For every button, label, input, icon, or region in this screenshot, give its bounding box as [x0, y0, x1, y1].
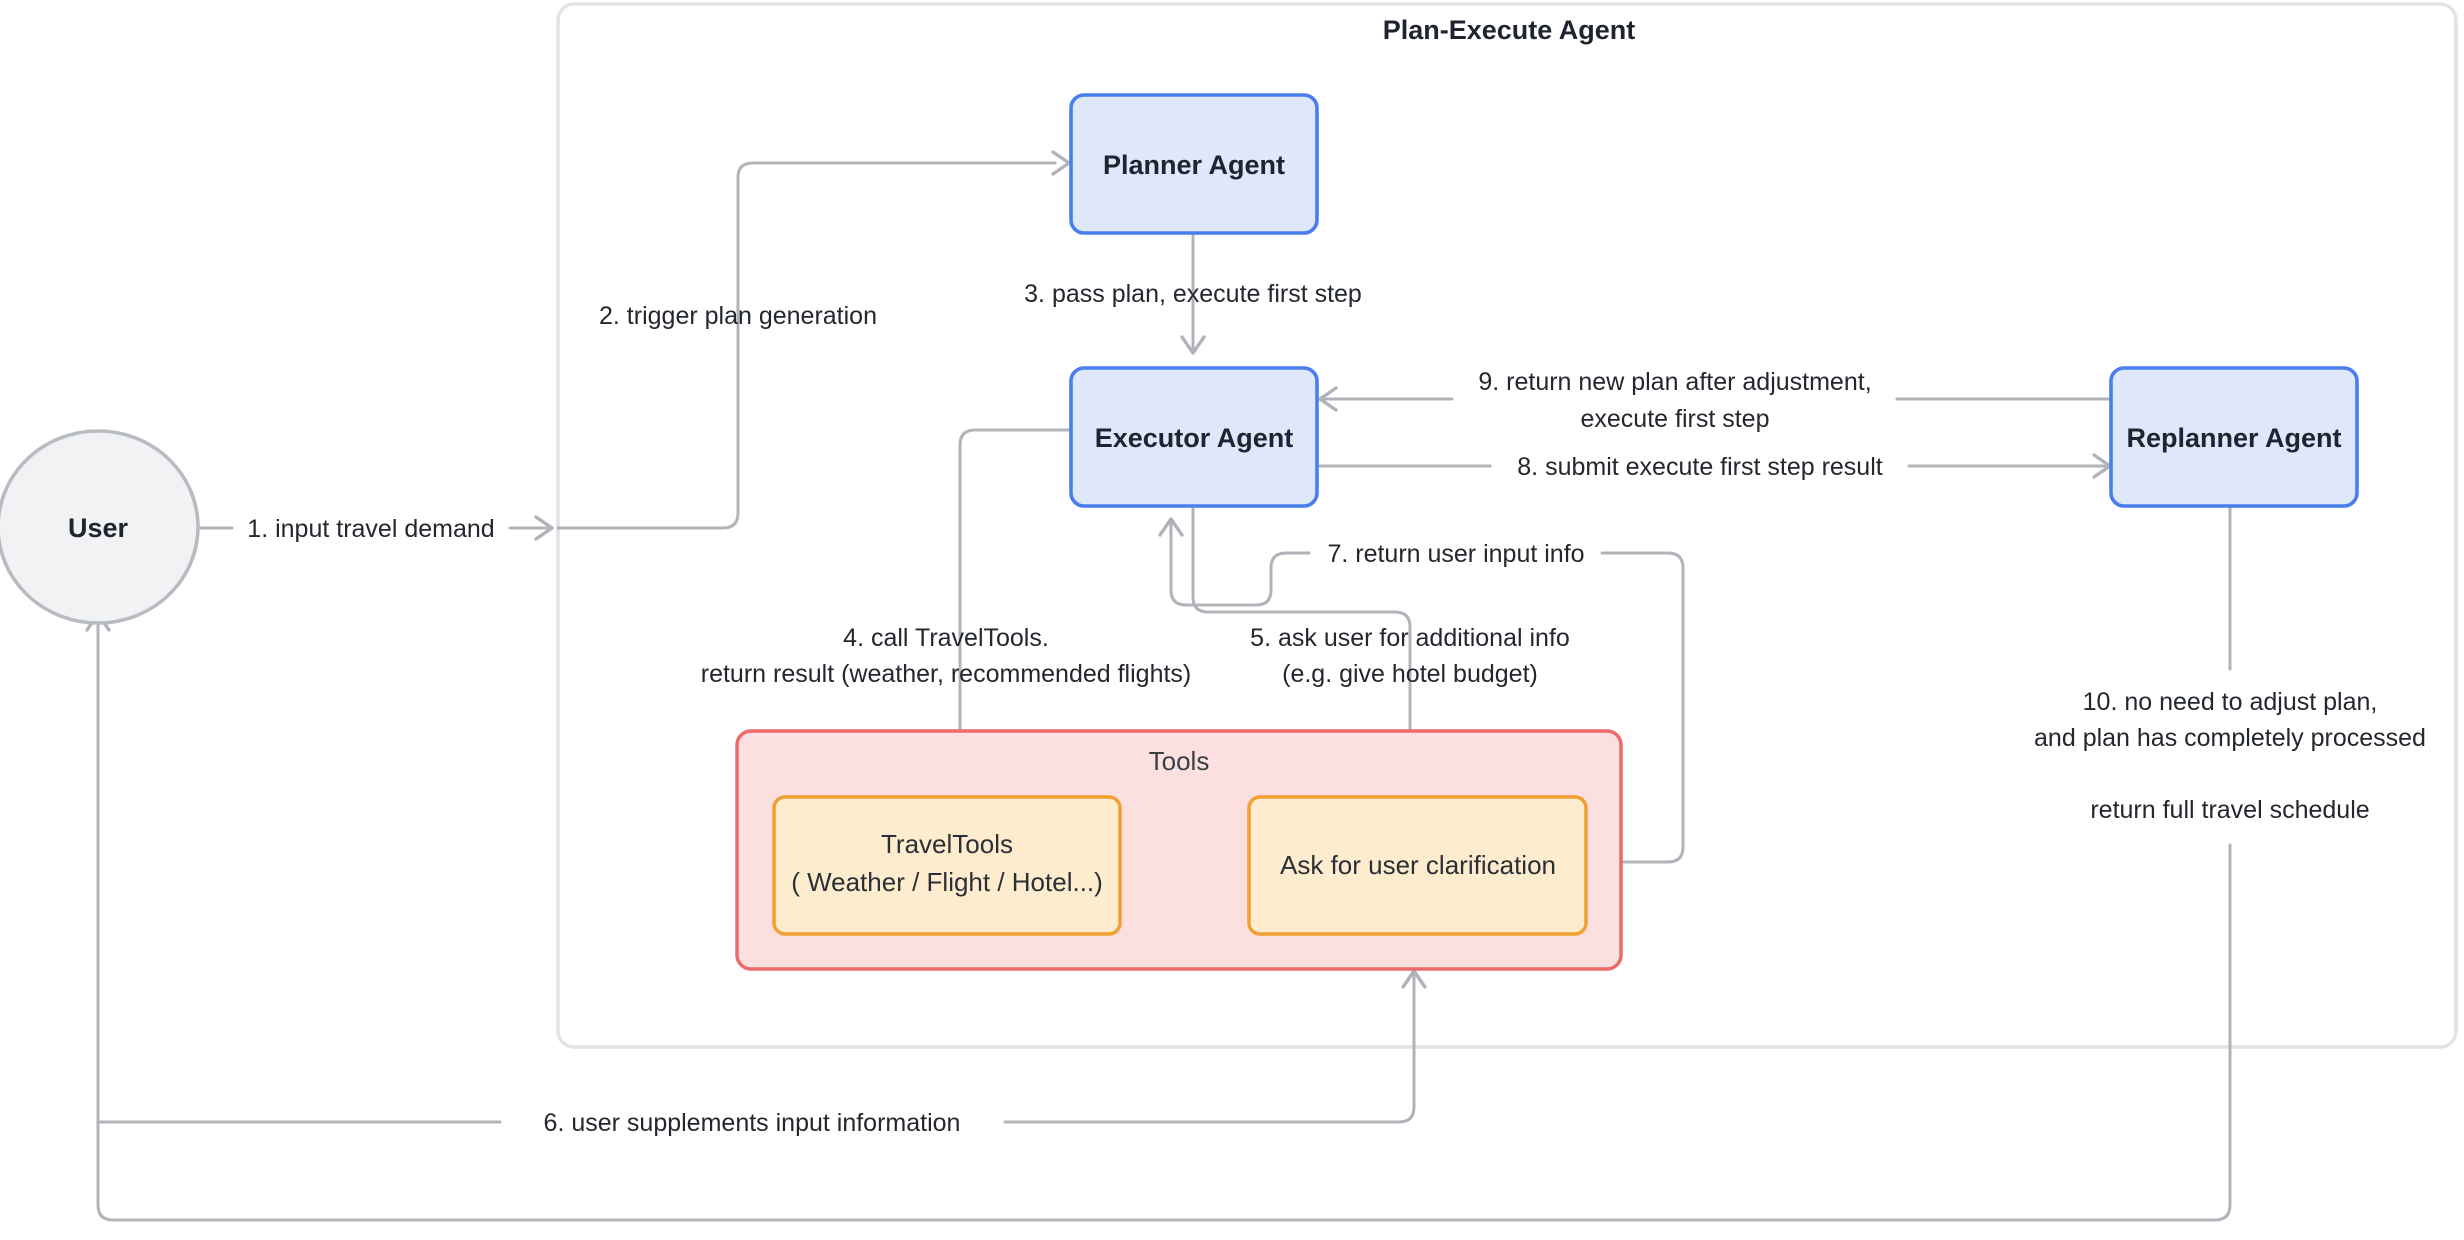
- planner-agent-label: Planner Agent: [1103, 150, 1285, 180]
- edge-6-arrowhead: [1401, 969, 1427, 989]
- edge-10-label-line1: 10. no need to adjust plan,: [2083, 688, 2378, 716]
- edge-5-ask-user-additional-info: 5. ask user for additional info (e.g. gi…: [1191, 507, 1570, 781]
- node-ask-for-user-clarification[interactable]: Ask for user clarification: [1247, 795, 1588, 936]
- edge-5-line: [1191, 507, 1412, 780]
- edge-1-arrowhead: [534, 515, 554, 541]
- edge-10-return-full-travel-schedule: 10. no need to adjust plan, and plan has…: [85, 501, 2426, 1222]
- node-traveltools[interactable]: TravelTools ( Weather / Flight / Hotel..…: [772, 795, 1122, 936]
- user-label: User: [68, 513, 129, 543]
- edge-7-label: 7. return user input info: [1327, 540, 1584, 568]
- edge-2-arrowhead: [1051, 150, 1071, 176]
- container-title: Plan-Execute Agent: [1383, 15, 1636, 45]
- edge-2-line: [556, 161, 1057, 530]
- edge-10-label-line3: return full travel schedule: [2090, 796, 2369, 824]
- edge-4-call-traveltools: 4. call TravelTools. return result (weat…: [701, 428, 1192, 781]
- edge-4-label-line1: 4. call TravelTools.: [843, 624, 1049, 652]
- tools-group-label: Tools: [1149, 746, 1210, 776]
- node-replanner-agent[interactable]: Replanner Agent: [2109, 366, 2359, 508]
- edge-5-label-line1: 5. ask user for additional info: [1250, 624, 1570, 652]
- edge-10-lower-segment: [96, 613, 2232, 1222]
- replanner-agent-box[interactable]: [2109, 366, 2359, 508]
- planner-agent-box[interactable]: [1069, 93, 1319, 235]
- edge-8-submit-execute-first-step-result: 8. submit execute first step result: [1316, 453, 2112, 481]
- node-executor-agent[interactable]: Executor Agent: [1069, 366, 1319, 508]
- edge-6-user-supplements-input-information: 6. user supplements input information: [96, 969, 1427, 1137]
- ask-clarification-box[interactable]: [1247, 795, 1588, 936]
- edge-7-arrowhead: [1158, 517, 1184, 537]
- edge-9-label-line2: execute first step: [1581, 405, 1770, 433]
- edge-7-left-elbow: [1169, 518, 1311, 607]
- traveltools-label-line1: TravelTools: [881, 829, 1013, 859]
- edge-1-label: 1. input travel demand: [247, 515, 494, 543]
- edge-9-label-line1: 9. return new plan after adjustment,: [1478, 368, 1871, 396]
- container-border: [556, 2, 2458, 1049]
- tools-group: Tools TravelTools ( Weather / Flight / H…: [735, 729, 1623, 971]
- edge-9-arrowhead: [1318, 386, 1338, 412]
- edge-2-trigger-plan-generation: 2. trigger plan generation: [556, 150, 1071, 530]
- edge-4-label-line2: return result (weather, recommended flig…: [701, 660, 1192, 688]
- executor-agent-box[interactable]: [1069, 366, 1319, 508]
- ask-clarification-label: Ask for user clarification: [1280, 850, 1556, 880]
- edge-3-arrowhead: [1180, 335, 1206, 355]
- edge-3-label: 3. pass plan, execute first step: [1024, 280, 1362, 308]
- edge-8-label: 8. submit execute first step result: [1517, 453, 1882, 481]
- replanner-agent-label: Replanner Agent: [2126, 423, 2341, 453]
- edge-7-right-elbow: [1584, 551, 1685, 864]
- user-ellipse[interactable]: [0, 429, 200, 625]
- edge-6-label: 6. user supplements input information: [544, 1109, 961, 1137]
- edge-3-pass-plan-execute-first-step: 3. pass plan, execute first step: [1024, 231, 1362, 355]
- edge-9-return-new-plan-after-adjustment: 9. return new plan after adjustment, exe…: [1318, 368, 2112, 433]
- plan-execute-agent-container: Plan-Execute Agent: [556, 2, 2458, 1049]
- node-user[interactable]: User: [0, 429, 200, 625]
- edge-2-label: 2. trigger plan generation: [599, 302, 877, 330]
- edge-5-label-line2: (e.g. give hotel budget): [1282, 660, 1538, 688]
- executor-agent-label: Executor Agent: [1095, 423, 1294, 453]
- edge-4-line: [958, 428, 1071, 780]
- traveltools-box[interactable]: [772, 795, 1122, 936]
- edge-7-return-user-input-info: 7. return user input info: [1158, 517, 1685, 864]
- edge-1-input-travel-demand: 1. input travel demand: [196, 515, 554, 543]
- traveltools-label-line2: ( Weather / Flight / Hotel...): [791, 867, 1103, 897]
- node-planner-agent[interactable]: Planner Agent: [1069, 93, 1319, 235]
- edge-6-right-segment: [1003, 970, 1416, 1124]
- edge-10-label-line2: and plan has completely processed: [2034, 724, 2426, 752]
